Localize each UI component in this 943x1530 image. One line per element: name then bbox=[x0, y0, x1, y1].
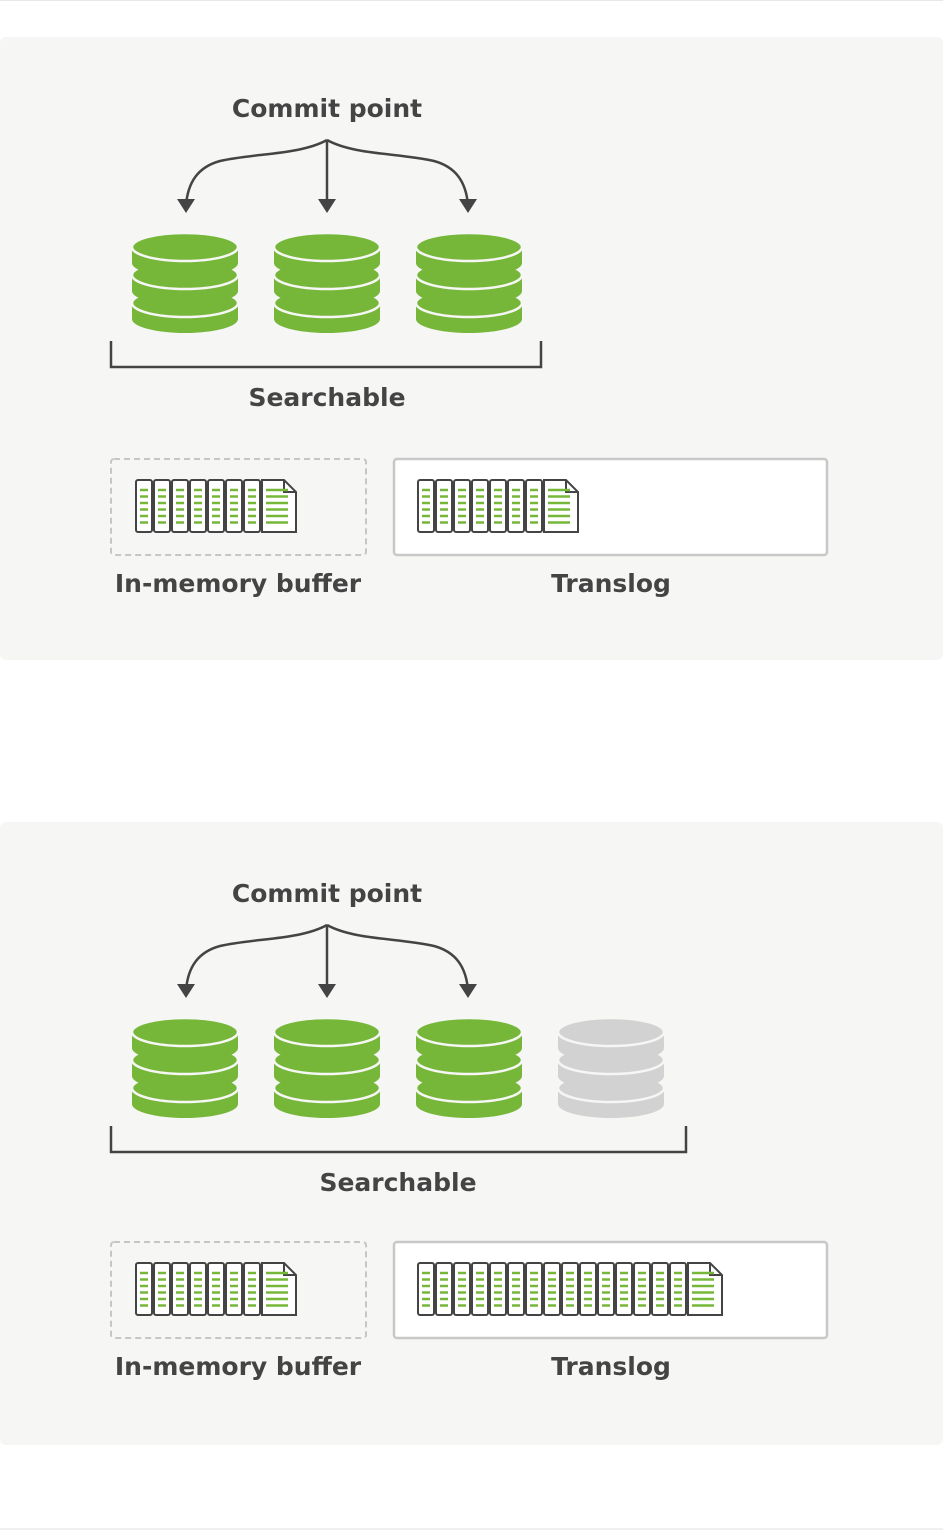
segment-committed-1 bbox=[130, 1016, 240, 1118]
document-icon bbox=[417, 1262, 435, 1316]
document-icon bbox=[189, 1262, 207, 1316]
document-icon bbox=[261, 1262, 297, 1316]
segment-committed-2 bbox=[272, 1016, 382, 1118]
document-icon bbox=[453, 479, 471, 533]
segments-group bbox=[130, 231, 524, 333]
document-icon bbox=[171, 1262, 189, 1316]
segment-committed-1 bbox=[130, 231, 240, 333]
searchable-label: Searchable bbox=[248, 383, 406, 412]
document-icon bbox=[135, 1262, 153, 1316]
segments-group bbox=[130, 1016, 666, 1118]
document-icon bbox=[243, 1262, 261, 1316]
commit-point-label: Commit point bbox=[231, 94, 423, 123]
document-icon bbox=[597, 1262, 615, 1316]
panel-2-graphics bbox=[109, 923, 829, 1340]
diagram-panel-2: Commit point Searchable In-memory buffer… bbox=[0, 822, 943, 1445]
document-icon bbox=[189, 479, 207, 533]
document-icon bbox=[543, 1262, 561, 1316]
document-icon bbox=[615, 1262, 633, 1316]
commit-point-label: Commit point bbox=[231, 879, 423, 908]
bottom-border bbox=[0, 1528, 943, 1530]
commit-arrow-left bbox=[184, 138, 328, 206]
diagram-panel-1: Commit point Searchable In-memory buffer… bbox=[0, 37, 943, 660]
segment-committed-3 bbox=[414, 231, 524, 333]
translog-label: Translog bbox=[551, 569, 671, 598]
document-icon bbox=[579, 1262, 597, 1316]
commit-arrowheads bbox=[177, 199, 477, 213]
document-icon bbox=[561, 1262, 579, 1316]
document-icon bbox=[171, 479, 189, 533]
document-icon bbox=[453, 1262, 471, 1316]
document-icon bbox=[135, 479, 153, 533]
document-icon bbox=[471, 479, 489, 533]
document-icon bbox=[435, 479, 453, 533]
panel-1-graphics bbox=[109, 138, 829, 557]
commit-arrow-right bbox=[326, 138, 470, 206]
document-icon bbox=[633, 1262, 651, 1316]
document-icon bbox=[543, 479, 579, 533]
translog-documents bbox=[417, 1262, 723, 1316]
document-icon bbox=[489, 479, 507, 533]
document-icon bbox=[687, 1262, 723, 1316]
document-icon bbox=[417, 479, 435, 533]
buffer-documents bbox=[135, 479, 297, 533]
document-icon bbox=[207, 479, 225, 533]
document-icon bbox=[225, 1262, 243, 1316]
document-icon bbox=[153, 1262, 171, 1316]
commit-arrow-left bbox=[184, 923, 328, 991]
commit-arrows bbox=[184, 923, 470, 991]
document-icon bbox=[507, 479, 525, 533]
translog-documents bbox=[417, 479, 579, 533]
commit-arrow-right bbox=[326, 923, 470, 991]
segment-uncommitted-4 bbox=[556, 1016, 666, 1118]
document-icon bbox=[489, 1262, 507, 1316]
in-memory-buffer-label: In-memory buffer bbox=[114, 569, 362, 598]
segment-committed-3 bbox=[414, 1016, 524, 1118]
commit-arrowheads bbox=[177, 984, 477, 998]
searchable-label: Searchable bbox=[319, 1168, 477, 1197]
document-icon bbox=[153, 479, 171, 533]
document-icon bbox=[243, 479, 261, 533]
document-icon bbox=[471, 1262, 489, 1316]
document-icon bbox=[225, 479, 243, 533]
in-memory-buffer-label: In-memory buffer bbox=[114, 1352, 362, 1381]
searchable-bracket bbox=[109, 1126, 688, 1154]
document-icon bbox=[669, 1262, 687, 1316]
top-border bbox=[0, 0, 943, 1]
document-icon bbox=[651, 1262, 669, 1316]
document-icon bbox=[261, 479, 297, 533]
document-icon bbox=[525, 479, 543, 533]
translog-label: Translog bbox=[551, 1352, 671, 1381]
document-icon bbox=[507, 1262, 525, 1316]
segment-committed-2 bbox=[272, 231, 382, 333]
commit-arrows bbox=[184, 138, 470, 206]
document-icon bbox=[435, 1262, 453, 1316]
document-icon bbox=[207, 1262, 225, 1316]
searchable-bracket bbox=[109, 341, 543, 369]
document-icon bbox=[525, 1262, 543, 1316]
buffer-documents bbox=[135, 1262, 297, 1316]
